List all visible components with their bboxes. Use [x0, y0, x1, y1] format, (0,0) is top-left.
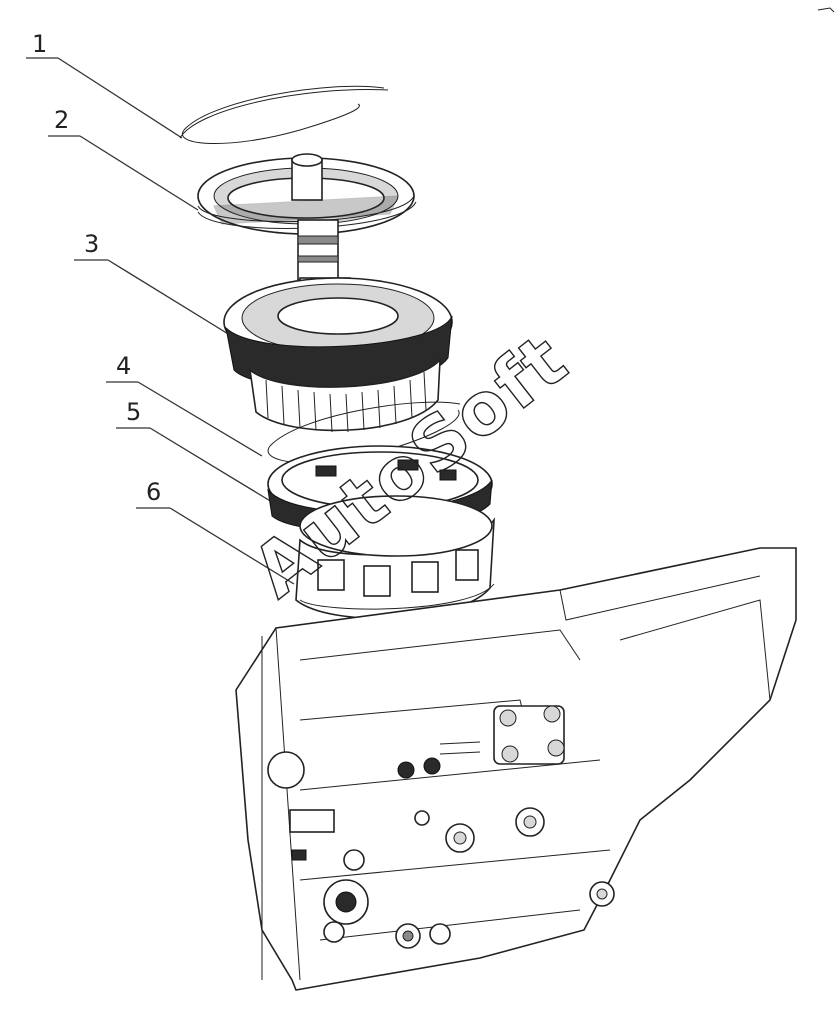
drum-splines	[265, 371, 427, 433]
callout-4: 4	[106, 352, 263, 457]
callout-3: 3	[74, 230, 239, 341]
callout-1: 1	[26, 30, 183, 139]
snap-ring-lower	[267, 401, 461, 464]
callout-number-2: 2	[54, 106, 69, 134]
leader-line-2	[79, 135, 199, 211]
leader-line-6	[169, 507, 295, 585]
clutch-drum-assembly	[223, 277, 453, 433]
snap-ring-top	[179, 85, 389, 145]
leader-line-5	[149, 427, 273, 503]
callout-number-1: 1	[32, 30, 47, 58]
callout-number-3: 3	[84, 230, 99, 258]
callout-number-4: 4	[116, 352, 131, 380]
piston-housing	[295, 495, 495, 620]
callout-2: 2	[48, 106, 199, 211]
leader-line-4	[137, 381, 263, 457]
callout-6: 6	[136, 478, 295, 585]
callout-5: 5	[116, 398, 273, 503]
transmission-case	[235, 547, 797, 991]
callout-number-5: 5	[126, 398, 141, 426]
callout-number-6: 6	[146, 478, 161, 506]
leader-line-1	[57, 57, 183, 139]
corner-mark	[817, 7, 835, 13]
leader-line-3	[107, 259, 239, 341]
